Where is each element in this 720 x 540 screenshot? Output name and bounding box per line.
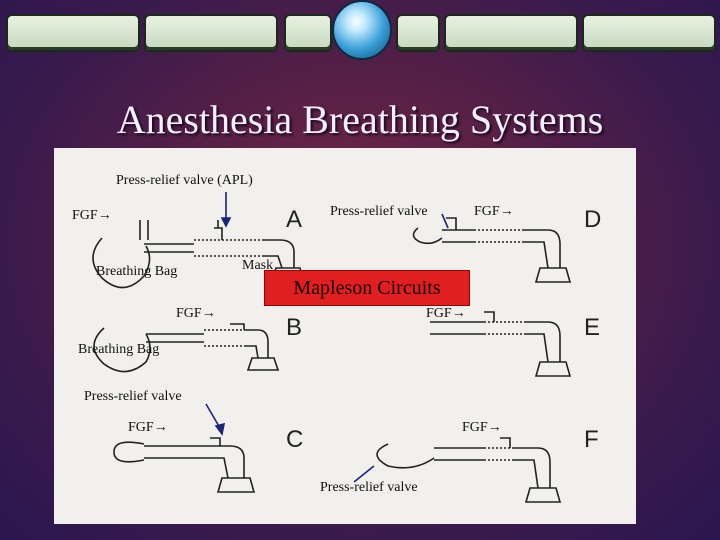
globe-icon [332,0,392,60]
label-breathing-bag-a: Breathing Bag [96,264,178,279]
circuit-letter-e: E [584,314,601,341]
label-mask: Mask [242,258,274,273]
circuit-f-drawing [376,437,562,503]
label-fgf-c-text: FGF [128,420,154,435]
label-breathing-bag-b: Breathing Bag [78,342,160,357]
top-panel-5 [444,14,578,52]
label-fgf-e: FGF→ [426,306,466,322]
apl-pointer-head [220,217,232,228]
f-valve-pointer-line [353,465,375,483]
top-panel-2 [144,14,278,52]
mapleson-banner: Mapleson Circuits [264,270,470,306]
circuit-b-drawing [93,323,280,373]
circuit-letter-a: A [286,206,303,233]
label-fgf-d: FGF→ [474,204,514,220]
label-fgf-c: FGF→ [128,420,168,436]
slide-title: Anesthesia Breathing Systems [116,97,604,142]
arrow-right-icon: → [153,420,168,435]
label-press-relief-d: Press-relief valve [330,204,428,219]
d-valve-pointer-line [441,213,449,229]
arrow-right-icon: → [487,420,502,435]
circuit-drawings [92,192,572,503]
top-panel-3 [284,14,332,52]
top-panel-6 [582,14,716,52]
arrow-right-icon: → [499,204,514,219]
label-fgf-b: FGF→ [176,306,216,322]
circuit-c-drawing [113,437,256,493]
circuit-e-drawing [430,311,572,377]
label-fgf-a: FGF→ [72,208,112,224]
label-fgf-a-text: FGF [72,208,98,223]
arrow-right-icon: → [97,208,112,223]
label-fgf-b-text: FGF [176,306,202,321]
circuit-letter-d: D [584,206,602,233]
label-fgf-f: FGF→ [462,420,502,436]
label-fgf-e-text: FGF [426,306,452,321]
arrow-right-icon: → [451,306,466,321]
label-press-relief-c: Press-relief valve [84,389,182,404]
top-panel-4 [396,14,440,52]
label-fgf-d-text: FGF [474,204,500,219]
c-valve-pointer-head [214,422,226,436]
label-press-relief-apl: Press-relief valve (APL) [116,173,253,188]
circuit-letter-f: F [584,426,599,453]
c-valve-pointer-line [205,403,221,429]
circuit-letter-b: B [286,314,303,341]
circuit-letter-c: C [286,426,304,453]
top-panel-1 [6,14,140,52]
label-fgf-f-text: FGF [462,420,488,435]
arrow-right-icon: → [201,306,216,321]
label-press-relief-f: Press-relief valve [320,480,418,495]
top-decoration-bar [0,0,720,60]
mapleson-figure: A D B E C F [54,148,636,524]
circuit-d-drawing [412,217,572,283]
